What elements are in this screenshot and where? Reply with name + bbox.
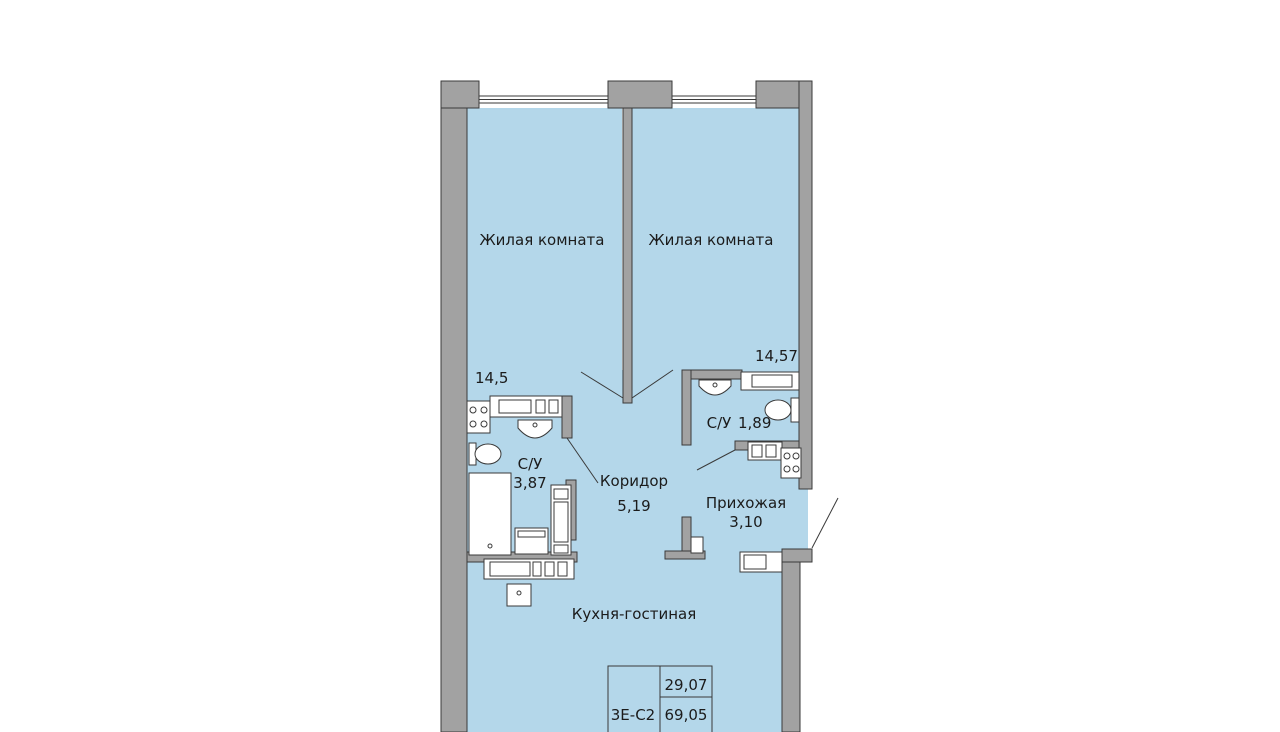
bathroom-left-label: С/У <box>518 455 543 473</box>
living-room-left-label: Жилая комната <box>480 231 605 249</box>
wall-top-pier-middle <box>607 80 673 109</box>
hallway-area: 3,10 <box>729 513 762 531</box>
wall-bedroom-partition <box>622 107 633 404</box>
apartment-total-area: 69,05 <box>665 706 708 724</box>
wall-hallway-stub-horizontal <box>664 550 706 560</box>
toilet-right-tank <box>790 397 800 423</box>
wall-bath-right-left <box>681 369 692 446</box>
wall-right-outer-lower <box>781 548 801 732</box>
stove-right <box>780 447 802 479</box>
hallway-label: Прихожая <box>706 494 786 512</box>
bathroom-left-area: 3,87 <box>513 474 546 492</box>
wall-top-pier-left <box>440 80 480 109</box>
apartment-code: 3Е-С2 <box>611 706 655 724</box>
apartment-info-table: 3Е-С2 29,07 69,05 <box>607 665 713 732</box>
kitchen-living-label: Кухня-гостиная <box>572 605 696 623</box>
bath-left-fixtures <box>466 395 572 556</box>
bathtub-left <box>468 472 512 556</box>
room-fills <box>467 108 808 732</box>
apartment-living-area: 29,07 <box>665 676 708 694</box>
wall-right-outer-upper <box>798 80 813 490</box>
windows <box>478 95 757 104</box>
corridor-label: Коридор <box>600 472 668 490</box>
wall-bath-left-right <box>561 395 573 439</box>
room-living-right-fill <box>632 108 799 398</box>
walls <box>440 80 813 732</box>
toilet-right-bowl <box>764 399 792 421</box>
toilet-left-bowl <box>474 443 502 465</box>
corridor-area: 5,19 <box>617 497 650 515</box>
hallway-cabinet <box>690 536 704 554</box>
sink-left <box>517 419 553 439</box>
living-room-right-label: Жилая комната <box>649 231 774 249</box>
bathroom-right-label: С/У <box>707 414 732 432</box>
kitchen-fixtures <box>483 536 783 607</box>
wall-entrance-stub <box>781 548 813 563</box>
living-room-right-area: 14,57 <box>755 347 798 365</box>
room-living-left-fill <box>467 108 622 398</box>
living-room-left-area: 14,5 <box>475 369 508 387</box>
stove-left <box>466 400 491 434</box>
bathroom-right-area: 1,89 <box>738 414 771 432</box>
wall-left-outer <box>440 80 468 732</box>
bath-right-fixtures <box>698 371 802 479</box>
door-swings <box>566 369 839 549</box>
